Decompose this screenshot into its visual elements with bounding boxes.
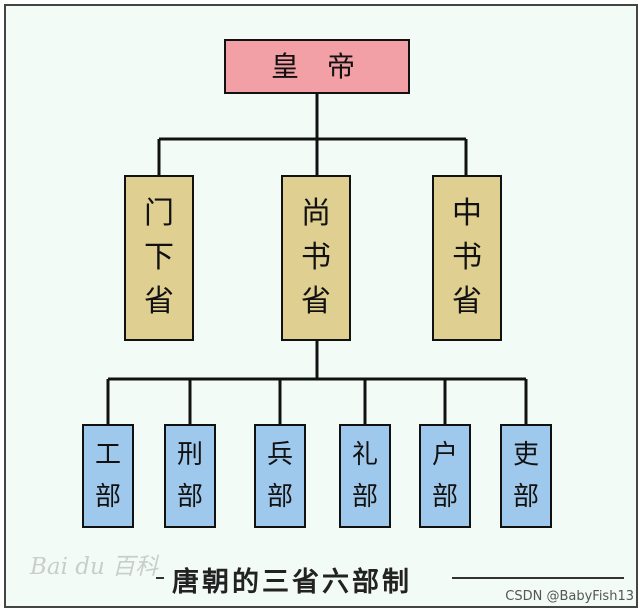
zhongshu-char-3: 省 bbox=[452, 284, 482, 319]
li-bu-rites-box: 礼 部 bbox=[339, 424, 391, 528]
menxia-char-1: 门 bbox=[144, 196, 174, 231]
shangshu-char-1: 尚 bbox=[301, 196, 331, 231]
emperor-char-2: 帝 bbox=[327, 49, 374, 83]
emperor-char-1: 皇 bbox=[270, 49, 317, 83]
xingbu-char-1: 刑 bbox=[176, 440, 203, 470]
gongbu-char-2: 部 bbox=[94, 482, 121, 512]
menxia-sheng-box: 门 下 省 bbox=[124, 175, 194, 341]
gongbu-char-1: 工 bbox=[94, 440, 121, 470]
baidu-watermark-logo: Bai du 百科 bbox=[30, 554, 159, 580]
hubu-char-2: 部 bbox=[431, 482, 458, 512]
zhongshu-sheng-box: 中 书 省 bbox=[432, 175, 502, 341]
libu-rites-char-1: 礼 bbox=[351, 440, 378, 470]
libu-rites-char-2: 部 bbox=[351, 482, 378, 512]
libu-personnel-char-1: 吏 bbox=[512, 440, 539, 470]
zhongshu-char-2: 书 bbox=[452, 240, 482, 275]
hubu-char-1: 户 bbox=[431, 440, 458, 470]
menxia-char-3: 省 bbox=[144, 284, 174, 319]
li-bu-personnel-box: 吏 部 bbox=[500, 424, 552, 528]
gong-bu-box: 工 部 bbox=[82, 424, 134, 528]
emperor-box: 皇 帝 bbox=[224, 39, 410, 94]
csdn-credit: CSDN @BabyFish13 bbox=[505, 589, 634, 604]
xingbu-char-2: 部 bbox=[176, 482, 203, 512]
xing-bu-box: 刑 部 bbox=[164, 424, 216, 528]
hu-bu-box: 户 部 bbox=[419, 424, 471, 528]
shangshu-char-3: 省 bbox=[301, 284, 331, 319]
bingbu-char-1: 兵 bbox=[266, 440, 293, 470]
diagram-caption: 唐朝的三省六部制 bbox=[172, 567, 412, 598]
caption-left-rule bbox=[156, 577, 164, 579]
menxia-char-2: 下 bbox=[144, 240, 174, 275]
caption-right-rule bbox=[452, 577, 624, 579]
zhongshu-char-1: 中 bbox=[452, 196, 482, 231]
bingbu-char-2: 部 bbox=[266, 482, 293, 512]
bing-bu-box: 兵 部 bbox=[254, 424, 306, 528]
libu-personnel-char-2: 部 bbox=[512, 482, 539, 512]
shangshu-char-2: 书 bbox=[301, 240, 331, 275]
shangshu-sheng-box: 尚 书 省 bbox=[281, 175, 351, 341]
